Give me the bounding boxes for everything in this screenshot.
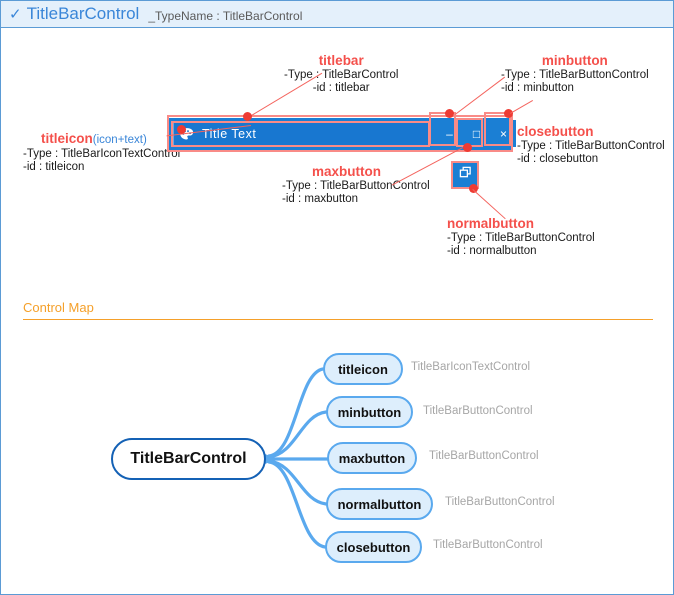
annotation-titleicon-sub: (icon+text) xyxy=(92,134,147,146)
minimize-button[interactable]: – xyxy=(437,120,462,147)
titlebar-surface: Title Text – □ × xyxy=(169,118,516,150)
panel-header: ✓ TitleBarControl _TypeName : TitleBarCo… xyxy=(1,1,673,28)
header-type-name: _TypeName : TitleBarControl xyxy=(148,9,303,23)
annotation-closebutton-head: closebutton xyxy=(517,124,594,139)
anchor-dot-closebutton xyxy=(504,109,513,118)
control-map-divider xyxy=(23,319,653,320)
map-node-titleicon[interactable]: titleicon xyxy=(323,353,403,385)
annotation-normalbutton-type: -Type : TitleBarButtonControl xyxy=(447,232,595,244)
annotation-titlebar: titlebar -Type : TitleBarControl -id : t… xyxy=(284,53,398,95)
anchor-dot-titlebar xyxy=(243,112,252,121)
map-type-titleicon: TitleBarIconTextControl xyxy=(411,361,531,373)
annotation-normalbutton: normalbutton -Type : TitleBarButtonContr… xyxy=(447,216,595,258)
annotation-minbutton-id: -id : minbutton xyxy=(501,82,574,94)
annotation-minbutton: minbutton -Type : TitleBarButtonControl … xyxy=(501,53,649,95)
leader-minbutton xyxy=(455,76,506,115)
annotation-closebutton-type: -Type : TitleBarButtonControl xyxy=(517,140,665,152)
close-button[interactable]: × xyxy=(491,120,516,147)
map-type-closebutton: TitleBarButtonControl xyxy=(433,539,543,551)
annotation-titleicon-head: titleicon(icon+text) xyxy=(41,131,147,146)
restore-icon xyxy=(459,166,472,184)
annotation-titleicon: titleicon(icon+text) -Type : TitleBarIco… xyxy=(23,131,180,174)
anchor-dot-normalbutton xyxy=(469,184,478,193)
leader-closebutton xyxy=(510,100,534,114)
annotation-titleicon-type: -Type : TitleBarIconTextControl xyxy=(23,148,181,160)
annotation-titlebar-id: -id : titlebar xyxy=(312,82,370,94)
leader-normalbutton xyxy=(472,189,506,220)
title-text-label: Title Text xyxy=(202,127,257,141)
annotation-normalbutton-head: normalbutton xyxy=(447,216,534,231)
annotation-minbutton-type: -Type : TitleBarButtonControl xyxy=(501,69,649,81)
anchor-dot-maxbutton xyxy=(463,143,472,152)
annotation-titlebar-head: titlebar xyxy=(318,53,364,68)
annotation-maxbutton-head: maxbutton xyxy=(312,164,381,179)
annotation-maxbutton: maxbutton -Type : TitleBarButtonControl … xyxy=(282,164,430,206)
annotation-closebutton-id: -id : closebutton xyxy=(517,153,599,165)
map-node-minbutton[interactable]: minbutton xyxy=(326,396,413,428)
annotation-titlebar-type: -Type : TitleBarControl xyxy=(284,69,399,81)
check-icon: ✓ xyxy=(9,5,22,23)
titleicon-control[interactable]: Title Text xyxy=(173,121,429,147)
anchor-dot-minbutton xyxy=(445,109,454,118)
annotation-maxbutton-type: -Type : TitleBarButtonControl xyxy=(282,180,430,192)
annotation-minbutton-head: minbutton xyxy=(541,53,608,68)
map-root-node[interactable]: TitleBarControl xyxy=(111,438,266,480)
titlebar-mockup: Title Text – □ × xyxy=(169,118,516,150)
map-node-normalbutton[interactable]: normalbutton xyxy=(326,488,433,520)
map-type-normalbutton: TitleBarButtonControl xyxy=(445,496,555,508)
annotation-closebutton: closebutton -Type : TitleBarButtonContro… xyxy=(517,124,665,166)
map-node-maxbutton[interactable]: maxbutton xyxy=(327,442,417,474)
restore-button[interactable] xyxy=(453,163,477,187)
page-title: TitleBarControl xyxy=(26,4,140,23)
control-map-heading: Control Map xyxy=(23,300,94,315)
annotation-titleicon-id: -id : titleicon xyxy=(23,161,85,173)
map-type-minbutton: TitleBarButtonControl xyxy=(423,405,533,417)
map-type-maxbutton: TitleBarButtonControl xyxy=(429,450,539,462)
annotation-maxbutton-id: -id : maxbutton xyxy=(282,193,359,205)
annotation-normalbutton-id: -id : normalbutton xyxy=(447,245,537,257)
map-node-closebutton[interactable]: closebutton xyxy=(325,531,422,563)
anchor-dot-titleicon xyxy=(177,125,186,134)
